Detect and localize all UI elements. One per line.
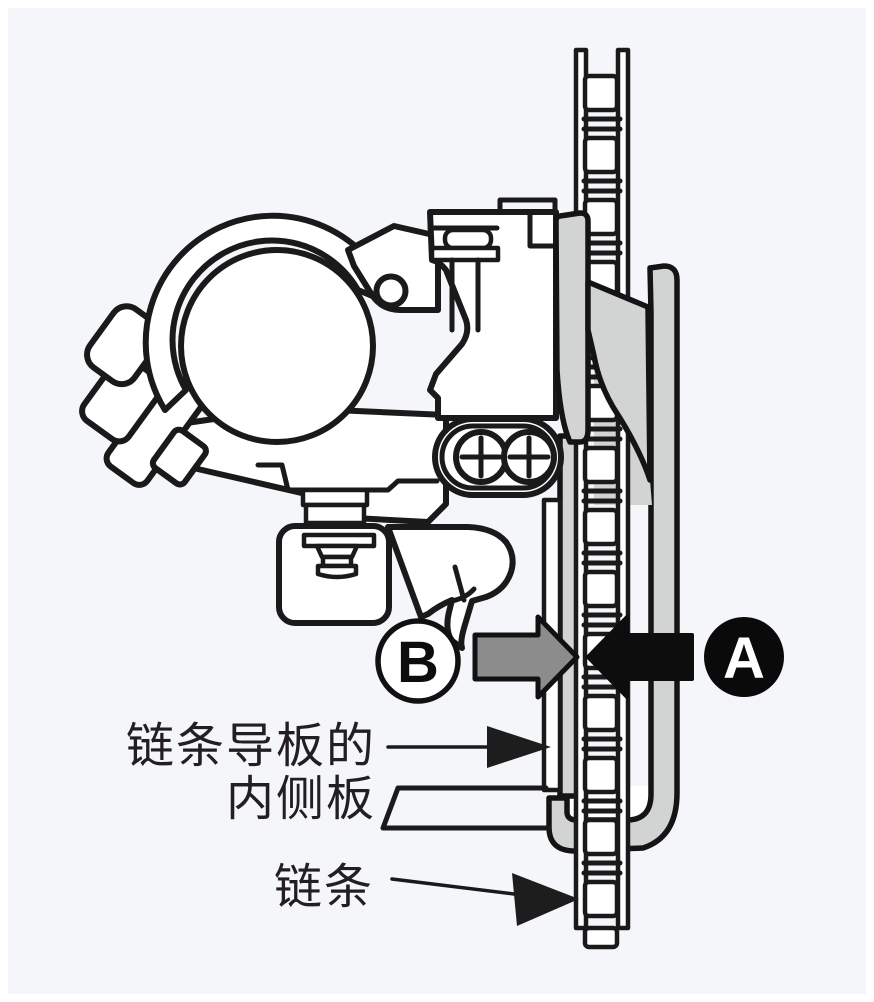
label-chain-guide-plate: 链条导板的 内侧板	[126, 720, 376, 826]
chain-guide-front-strip	[553, 210, 653, 483]
cage-right-band	[546, 263, 680, 854]
leader-arrow-chain-guide	[386, 726, 551, 768]
anchor-bolt-lower	[315, 563, 359, 580]
chain-roller	[582, 693, 620, 733]
chain-roller	[582, 135, 620, 175]
chain-roller	[582, 507, 620, 547]
badge-b-circle	[375, 618, 461, 704]
chain-roller	[582, 445, 620, 485]
inner-plate-bottom-bracket	[380, 785, 552, 831]
badge-a-letter: A	[723, 626, 765, 691]
screw-left	[453, 429, 509, 485]
link-bar-lower	[303, 502, 367, 526]
clamp-bolt-tip	[149, 426, 209, 488]
body-top-notch	[527, 211, 559, 249]
cable-anchor-box	[276, 523, 392, 626]
body-top-raised-tab	[497, 197, 558, 215]
chain	[573, 47, 631, 950]
cage-top-strip	[553, 210, 591, 445]
clamp-bolt	[79, 303, 209, 488]
chain-roller	[582, 817, 620, 857]
chain-roller	[582, 925, 620, 950]
chain-roller	[582, 569, 620, 609]
badge-a-circle	[704, 617, 784, 697]
badge-b: B	[375, 618, 461, 704]
screw-right	[501, 429, 557, 485]
adjustment-screws	[432, 416, 564, 498]
seat-tube	[178, 247, 376, 445]
chain-roller	[582, 879, 620, 919]
linkage-pivot	[373, 273, 409, 309]
leader-arrowhead-chain	[512, 873, 579, 926]
body-top-tab	[442, 227, 494, 251]
badge-a: A	[704, 617, 784, 697]
label-chain: 链条	[274, 861, 374, 914]
chain-roller	[582, 73, 620, 113]
arrow-a	[586, 615, 694, 699]
clamp-band	[142, 212, 397, 413]
leader-arrowhead-chain-guide	[487, 726, 551, 768]
cage-flare	[585, 279, 653, 483]
label-chain-guide-line1: 链条导板的	[126, 720, 376, 773]
body-top-bar	[429, 245, 501, 263]
leader-arrow-chain	[390, 873, 579, 926]
front-derailleur	[79, 197, 564, 651]
badge-b-letter: B	[397, 630, 439, 695]
arrow-b	[472, 614, 580, 700]
label-chain-guide-line2: 内侧板	[226, 773, 376, 826]
cable-anchor-arm	[385, 524, 516, 651]
anchor-arm-detail	[449, 564, 477, 604]
chain-roller	[582, 755, 620, 795]
